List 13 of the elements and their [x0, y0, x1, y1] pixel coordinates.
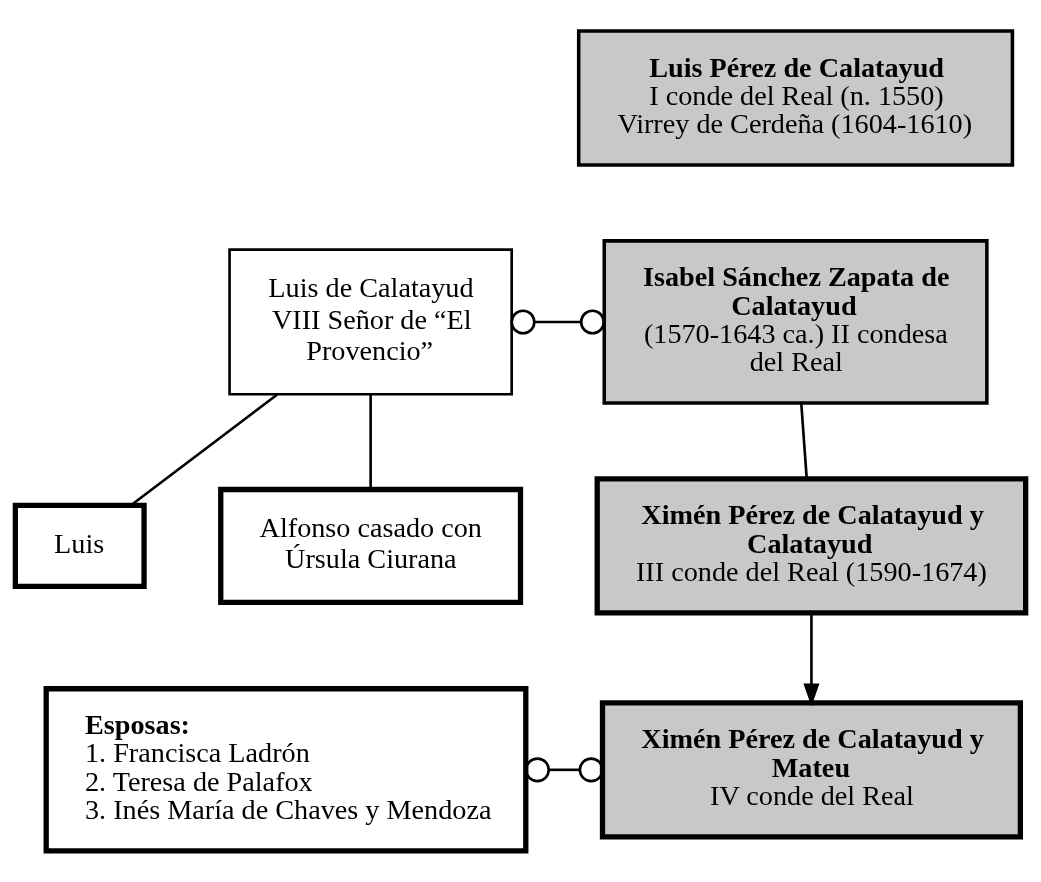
node-box: Ximén Pérez de Calatayud y Calatayud III conde del Real (1590-1674)	[594, 476, 1029, 616]
node-box: Luis de Calatayud VIII Señor de “El Provencio”	[228, 248, 513, 396]
node-box: Luis	[12, 502, 147, 590]
node-box: Alfonso casado con Úrsula Ciurana	[218, 486, 524, 605]
connector	[799, 403, 808, 479]
node-box: Esposas: 1. Francisca Ladrón 2. Teresa de Palafox 3. Inés María de Chaves y Mendoza	[43, 686, 529, 854]
arrow	[803, 613, 820, 707]
connector	[369, 394, 372, 490]
node-box: Ximén Pérez de Calatayud y Mateu IV conde del Real	[599, 700, 1023, 840]
node-box: Isabel Sánchez Zapata de Calatayud (1570-1643 ca.) II condesa del Real	[602, 239, 989, 405]
connector	[510, 309, 606, 335]
node-box: Luis Pérez de Calatayud I conde del Real (n. 1550) Virrey de Cerdeña (1604-1610)	[576, 29, 1015, 167]
connector	[130, 393, 278, 506]
